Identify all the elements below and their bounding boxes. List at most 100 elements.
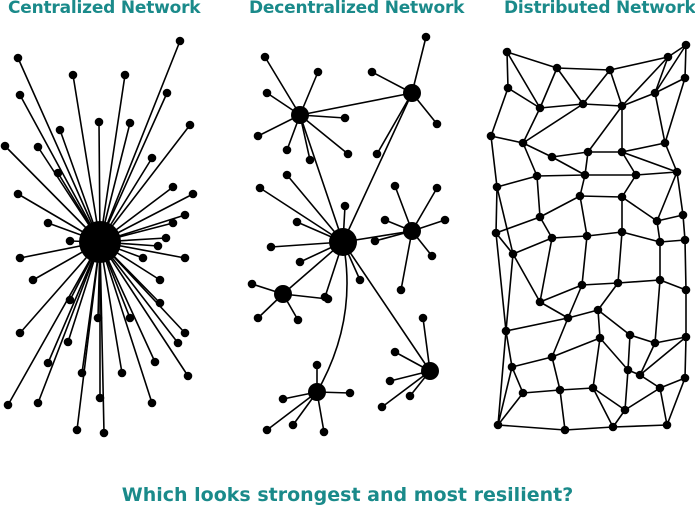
leaf-node (65, 295, 75, 305)
network-link (559, 389, 566, 431)
leaf-node (68, 70, 78, 80)
network-link (639, 342, 656, 376)
leaf-node (94, 117, 104, 127)
network-link (654, 77, 686, 94)
leaf-node (262, 88, 272, 98)
mesh-node (535, 212, 545, 222)
mesh-node (547, 352, 557, 362)
network-link (621, 196, 658, 222)
mesh-node (493, 420, 503, 430)
network-link (586, 231, 623, 237)
mesh-node (681, 40, 691, 50)
leaf-node (266, 242, 276, 252)
network-link (490, 87, 509, 137)
mesh-node (583, 147, 593, 157)
leaf-node (162, 88, 172, 98)
network-link (624, 387, 661, 411)
mesh-node (491, 228, 501, 238)
network-link (497, 366, 513, 426)
leaf-node (53, 168, 63, 178)
network-link (495, 232, 507, 332)
mesh-node (575, 191, 585, 201)
network-link (581, 235, 588, 286)
leaf-node (161, 233, 171, 243)
leaf-node (340, 201, 350, 211)
network-link (581, 282, 619, 286)
mesh-node (680, 73, 690, 83)
network-link (299, 92, 413, 116)
leaf-node (253, 313, 263, 323)
network-link (19, 94, 101, 243)
mesh-node (560, 425, 570, 435)
leaf-node (295, 257, 305, 267)
mesh-node (492, 182, 502, 192)
mesh-node (547, 152, 557, 162)
mesh-node (655, 383, 665, 393)
mesh-node (552, 63, 562, 73)
network-link (497, 424, 566, 431)
network-link (609, 56, 669, 71)
network-link (511, 356, 553, 368)
network-link (597, 282, 619, 311)
mesh-node (678, 210, 688, 220)
leaf-node (185, 120, 195, 130)
network-link (99, 241, 179, 344)
mesh-node (681, 332, 691, 342)
network-link (376, 92, 413, 155)
network-link (497, 392, 524, 426)
network-link (654, 336, 687, 344)
network-link (609, 69, 623, 107)
distributed-network-title: Distributed Network (504, 0, 695, 18)
leaf-node (323, 294, 333, 304)
network-link (37, 241, 101, 404)
network-link (7, 241, 101, 406)
mesh-node (650, 338, 660, 348)
leaf-node (138, 253, 148, 263)
mesh-node (547, 233, 557, 243)
network-link (299, 114, 349, 155)
network-link (381, 370, 431, 408)
network-link (496, 175, 538, 188)
leaf-node (180, 210, 190, 220)
leaf-node (396, 285, 406, 295)
leaf-node (313, 67, 323, 77)
mesh-node (681, 285, 691, 295)
leaf-node (28, 275, 38, 285)
network-link (654, 279, 661, 344)
leaf-node (188, 189, 198, 199)
leaf-node (343, 149, 353, 159)
network-link (567, 309, 599, 319)
network-link (286, 174, 344, 243)
centralized-network (0, 36, 198, 438)
network-link (99, 241, 123, 374)
network-link (635, 171, 678, 176)
leaf-node (93, 313, 103, 323)
mesh-node (563, 313, 573, 323)
leaf-node (33, 398, 43, 408)
mesh-node (623, 365, 633, 375)
leaf-node (99, 428, 109, 438)
leaf-node (180, 253, 190, 263)
leaf-node (385, 376, 395, 386)
network-link (539, 103, 584, 109)
network-link (559, 387, 594, 391)
network-link (506, 51, 558, 69)
central-hub-node (79, 221, 121, 263)
network-link (592, 387, 626, 411)
sub-hub-node (274, 285, 292, 303)
mesh-node (593, 305, 603, 315)
network-link (495, 232, 514, 255)
mesh-node (486, 131, 496, 141)
leaf-node (367, 67, 377, 77)
network-link (496, 186, 514, 255)
network-link (72, 74, 101, 243)
network-link (617, 231, 623, 284)
leaf-node (319, 427, 329, 437)
leaf-node (43, 218, 53, 228)
decentralized-network-title: Decentralized Network (249, 0, 465, 18)
network-link (505, 330, 513, 368)
leaf-node (125, 313, 135, 323)
leaf-node (432, 183, 442, 193)
network-link (579, 195, 588, 237)
network-link (621, 142, 666, 153)
